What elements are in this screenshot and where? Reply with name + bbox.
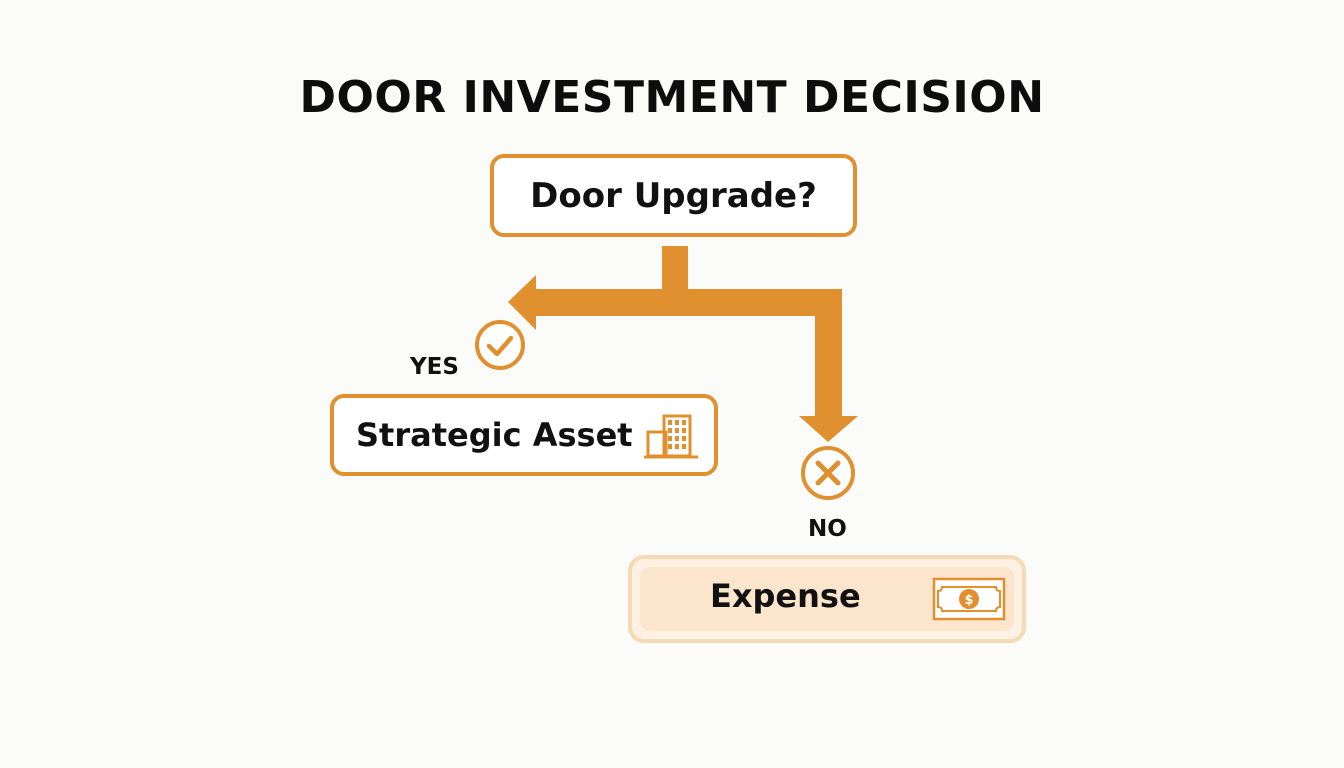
connector-stem	[662, 246, 688, 294]
connector-horizontal	[536, 289, 842, 316]
no-label: NO	[808, 516, 847, 542]
x-circle-icon	[801, 446, 855, 500]
outcome-expense: Expense $	[628, 555, 1026, 643]
dollar-bill-icon: $	[932, 577, 1006, 621]
arrow-down-head	[799, 416, 858, 442]
decision-node: Door Upgrade?	[490, 154, 857, 237]
check-circle-icon	[475, 320, 525, 370]
strategic-asset-label: Strategic Asset	[356, 416, 633, 454]
connector-vertical-right	[815, 289, 842, 417]
yes-label: YES	[410, 354, 459, 380]
svg-text:$: $	[964, 593, 973, 608]
diagram-title: DOOR INVESTMENT DECISION	[299, 72, 1045, 123]
expense-label: Expense	[710, 577, 861, 615]
decision-label: Door Upgrade?	[530, 175, 817, 216]
building-icon	[644, 414, 698, 459]
outcome-strategic-asset: Strategic Asset	[330, 394, 718, 476]
arrow-left-head	[508, 275, 536, 330]
